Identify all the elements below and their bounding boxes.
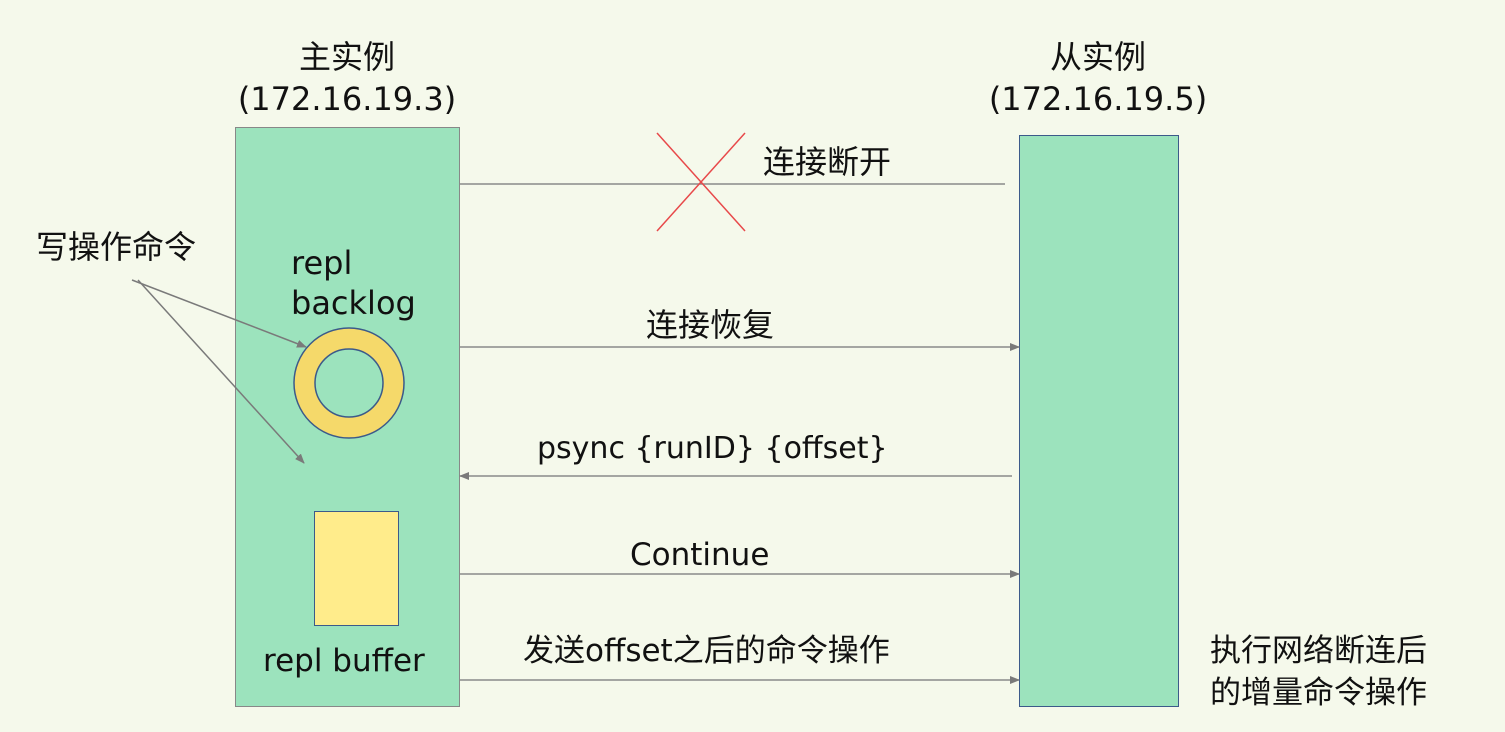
replica-ip: (172.16.19.5) [988, 80, 1208, 118]
write-commands-label: 写操作命令 [36, 228, 197, 266]
write-to-backlog-arrow [131, 279, 307, 348]
replica-title: 从实例 [1049, 38, 1146, 76]
disconnect-label: 连接断开 [763, 143, 892, 181]
write-to-buffer-arrow [137, 279, 305, 464]
send-commands-label: 发送offset之后的命令操作 [523, 633, 890, 669]
master-title: 主实例 [298, 38, 395, 76]
psync-label: psync {runID} {offset} [537, 431, 888, 466]
repl-buffer-block [314, 511, 399, 626]
master-ip: (172.16.19.3) [237, 80, 457, 118]
continue-label: Continue [630, 537, 770, 573]
disconnect-cross-icon [656, 132, 746, 232]
reconnect-label: 连接恢复 [646, 306, 775, 344]
repl-backlog-label-line2: backlog [291, 284, 416, 322]
replica-note-line1: 执行网络断连后 [1210, 633, 1427, 669]
replica-note-line2: 的增量命令操作 [1210, 675, 1427, 711]
repl-buffer-label: repl buffer [263, 643, 425, 679]
repl-backlog-label-line1: repl [291, 244, 353, 282]
replica-instance-box [1019, 135, 1179, 707]
repl-backlog-ring [293, 327, 405, 439]
